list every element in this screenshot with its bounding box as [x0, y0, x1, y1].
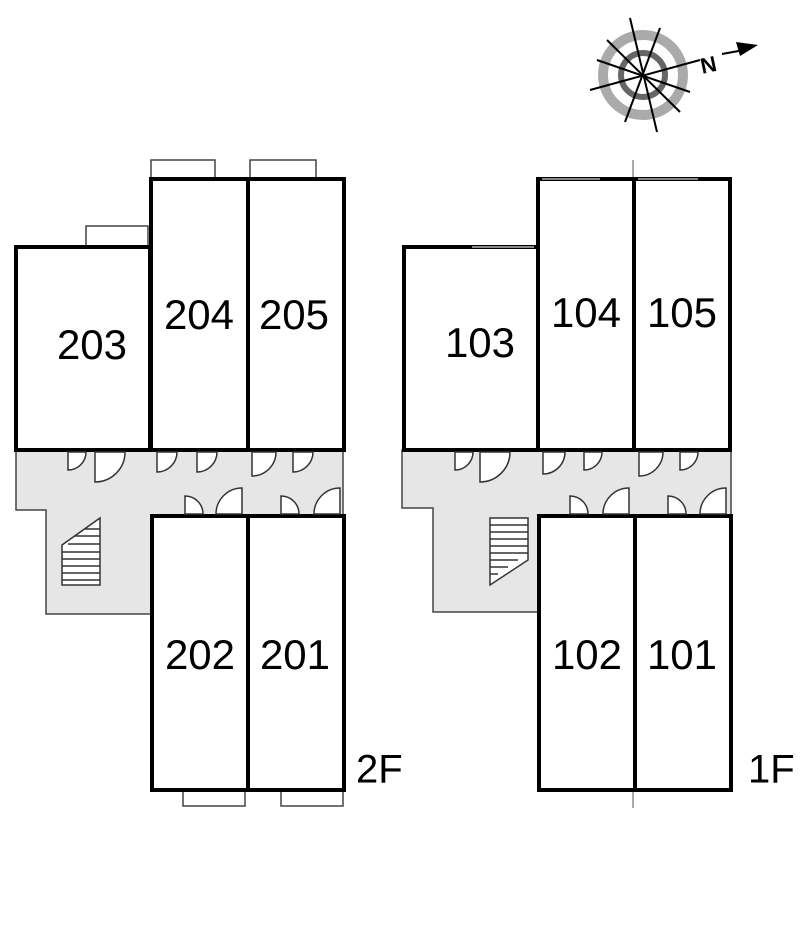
room-201 — [246, 514, 346, 792]
room-205 — [246, 177, 346, 452]
room-label-102: 102 — [552, 631, 622, 678]
compass-ring-icon — [598, 30, 688, 120]
windows-1f — [472, 178, 698, 248]
room-104 — [536, 177, 636, 452]
compass-inner-ring-icon — [618, 50, 668, 100]
second-floor-plan: 203 204 205 202 201 2F — [14, 159, 403, 807]
staircase-1f — [489, 517, 529, 587]
room-label-105: 105 — [647, 289, 717, 336]
compass: N — [589, 17, 758, 133]
floor-label-1f: 1F — [748, 748, 795, 792]
room-105 — [632, 177, 732, 452]
room-label-205: 205 — [259, 291, 329, 338]
staircase-2f — [61, 516, 101, 586]
balcony-201 — [280, 789, 344, 807]
room-label-203: 203 — [57, 321, 127, 368]
compass-north-label: N — [698, 51, 719, 79]
room-label-202: 202 — [165, 631, 235, 678]
room-101 — [633, 514, 733, 792]
room-label-104: 104 — [551, 289, 621, 336]
compass-needles-icon — [589, 17, 701, 133]
room-202 — [150, 514, 250, 792]
doors-1f — [454, 451, 727, 515]
first-floor-plan: 103 104 105 102 101 1F — [401, 160, 795, 808]
room-label-101: 101 — [647, 631, 717, 678]
room-label-201: 201 — [260, 631, 330, 678]
north-arrow-shaft-icon — [721, 49, 745, 55]
room-label-103: 103 — [445, 319, 515, 366]
floor-label-2f: 2F — [356, 748, 403, 792]
room-label-204: 204 — [164, 291, 234, 338]
north-arrow-icon — [736, 42, 758, 56]
doors-2f — [67, 451, 341, 515]
room-103 — [402, 245, 540, 452]
balcony-203 — [85, 225, 149, 247]
balcony-202 — [182, 789, 246, 807]
